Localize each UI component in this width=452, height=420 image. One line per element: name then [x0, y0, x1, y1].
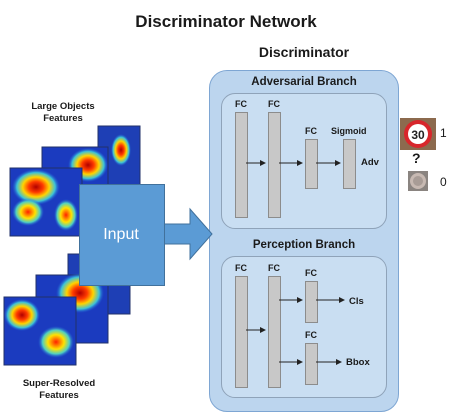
sr-features-label-line1: Super-Resolved	[22, 378, 96, 389]
large-features-label: Large Objects Features	[12, 101, 114, 125]
discriminator-title: Discriminator	[258, 44, 350, 60]
cls-output-label: Cls	[349, 296, 364, 307]
per-fc-bbox-layer	[305, 343, 318, 385]
adversarial-branch-title: Adversarial Branch	[251, 76, 357, 88]
per-fc1-layer	[235, 276, 248, 388]
per-fc2-label: FC	[268, 263, 280, 273]
real-sign-icon: 30	[400, 118, 436, 150]
large-features-label-line1: Large Objects	[31, 101, 95, 112]
adv-fc3-layer	[305, 139, 318, 189]
fake-sign-icon	[408, 171, 428, 191]
question-mark: ?	[412, 150, 421, 166]
adv-sigmoid-layer	[343, 139, 356, 189]
bbox-output-label: Bbox	[346, 357, 370, 368]
per-fc-cls-label: FC	[305, 268, 317, 278]
adv-fc1-layer	[235, 112, 248, 218]
large-features-label-line2: Features	[43, 113, 83, 124]
perception-branch-title: Perception Branch	[252, 239, 356, 251]
sr-feature-map-front	[3, 296, 77, 366]
per-fc-bbox-label: FC	[305, 330, 317, 340]
input-box	[79, 184, 165, 286]
fake-value: 0	[440, 175, 447, 189]
input-label: Input	[103, 226, 139, 243]
sr-features-label-line2: Features	[39, 390, 79, 401]
figure-title: Discriminator Network	[135, 12, 317, 31]
adv-fc2-label: FC	[268, 99, 280, 109]
adv-output-label: Adv	[361, 157, 379, 168]
sr-features-label: Super-Resolved Features	[4, 378, 114, 402]
perception-branch-box	[221, 256, 387, 398]
per-fc1-label: FC	[235, 263, 247, 273]
per-fc2-layer	[268, 276, 281, 388]
adv-fc1-label: FC	[235, 99, 247, 109]
adv-fc2-layer	[268, 112, 281, 218]
real-sign-number: 30	[411, 128, 425, 142]
large-feature-map-front	[9, 167, 83, 237]
per-fc-cls-layer	[305, 281, 318, 323]
adv-sigmoid-label: Sigmoid	[331, 126, 367, 136]
real-value: 1	[440, 126, 447, 140]
input-arrow-shape	[162, 207, 213, 261]
adv-fc3-label: FC	[305, 126, 317, 136]
adversarial-branch-box	[221, 93, 387, 229]
